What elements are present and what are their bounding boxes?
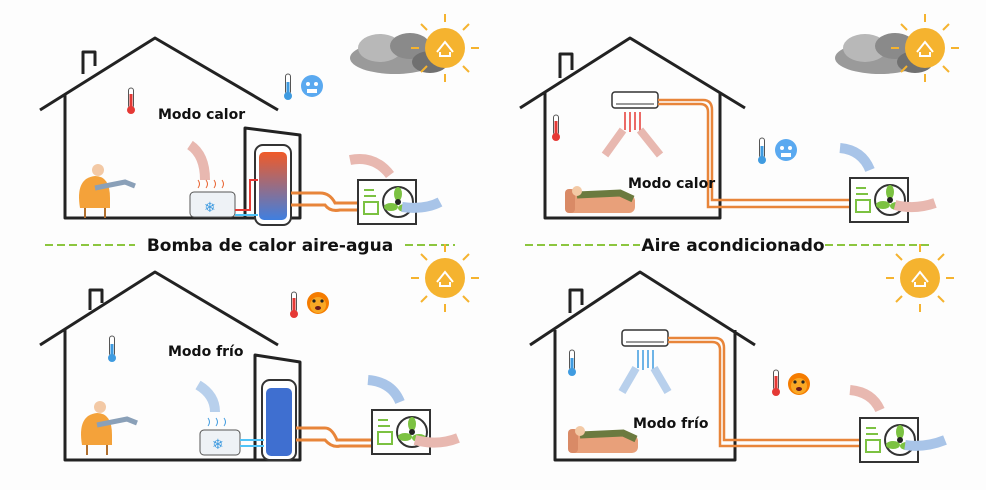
air-in-arrow	[849, 385, 885, 413]
sun-icon	[885, 243, 955, 313]
cool-air-arrow	[195, 380, 220, 413]
ac-heat-mode-scene: Modo calor	[519, 13, 960, 223]
ac-cool-mode-scene: Modo frío	[529, 243, 955, 463]
relaxing-person-icon	[81, 401, 137, 455]
outdoor-unit-icon	[371, 409, 431, 455]
refrigerant-pipe	[668, 336, 862, 448]
cool-air-arrows	[618, 365, 672, 395]
water-pump-section-title: Bomba de calor aire-agua	[147, 236, 393, 256]
chimney	[568, 288, 584, 313]
sofa-person-icon	[568, 426, 638, 453]
warm-air-arrows	[601, 127, 664, 158]
water-pump-cool-mode-scene: Modo frío ❄	[39, 243, 480, 462]
relaxing-person-icon	[79, 164, 135, 218]
air-out-arrow	[413, 433, 460, 448]
air-in-arrow	[367, 375, 405, 405]
ac-section-title: Aire acondicionado	[641, 236, 824, 256]
sun-icon	[410, 243, 480, 313]
warm-air-arrow	[186, 140, 210, 181]
section-divider-right: Aire acondicionado	[525, 236, 930, 256]
air-out-arrow	[893, 198, 937, 213]
heat-mode-label: Modo calor	[158, 107, 245, 123]
indoor-ac-unit-icon	[611, 91, 659, 109]
indoor-ac-unit-icon	[621, 329, 669, 347]
house-outline	[529, 270, 756, 462]
chimney	[88, 288, 104, 310]
hot-thermometer-icon	[551, 114, 561, 142]
cold-thermometer-icon	[283, 73, 293, 101]
cold-thermometer-icon	[107, 335, 117, 363]
refrigerant-pipe	[291, 191, 358, 212]
air-in-arrow	[349, 154, 394, 179]
refrigerant-pipe	[658, 98, 855, 209]
house-outline	[39, 270, 302, 462]
cool-mode-label: Modo frío	[633, 416, 709, 432]
outdoor-unit-icon	[849, 177, 909, 223]
water-tank-icon	[261, 379, 297, 461]
air-out-arrow	[904, 435, 947, 451]
hot-face-icon	[788, 373, 810, 395]
chimney	[558, 52, 574, 78]
hot-face-icon	[307, 292, 329, 314]
house-outline	[39, 36, 302, 220]
svg-text:❄: ❄	[212, 437, 224, 453]
chimney	[81, 50, 97, 74]
cold-face-icon	[775, 139, 797, 161]
air-out-arrow	[401, 197, 443, 213]
cold-thermometer-icon	[567, 349, 577, 377]
hot-thermometer-icon	[771, 369, 781, 397]
cold-air-icon	[637, 350, 654, 370]
hot-thermometer-icon	[289, 291, 299, 319]
hot-air-icon	[624, 112, 641, 132]
air-in-arrow	[839, 143, 875, 173]
outdoor-unit-icon	[357, 179, 417, 225]
outdoor-unit-icon	[859, 417, 919, 463]
cold-face-icon	[301, 75, 323, 97]
refrigerant-pipe	[296, 426, 372, 448]
water-tank-icon	[254, 144, 292, 226]
hot-thermometer-icon	[126, 87, 136, 115]
heat-mode-label: Modo calor	[628, 176, 715, 192]
sofa-person-icon	[565, 186, 635, 213]
radiator-icon: ❄	[189, 179, 236, 218]
svg-text:❄: ❄	[204, 200, 216, 216]
water-pump-heat-mode-scene: Modo calor ❄	[39, 13, 480, 226]
cold-thermometer-icon	[757, 137, 767, 165]
section-divider-left: Bomba de calor aire-agua	[45, 236, 455, 256]
cool-mode-label: Modo frío	[168, 344, 244, 360]
fan-coil-icon: ❄	[199, 417, 241, 456]
house-outline	[519, 36, 746, 220]
